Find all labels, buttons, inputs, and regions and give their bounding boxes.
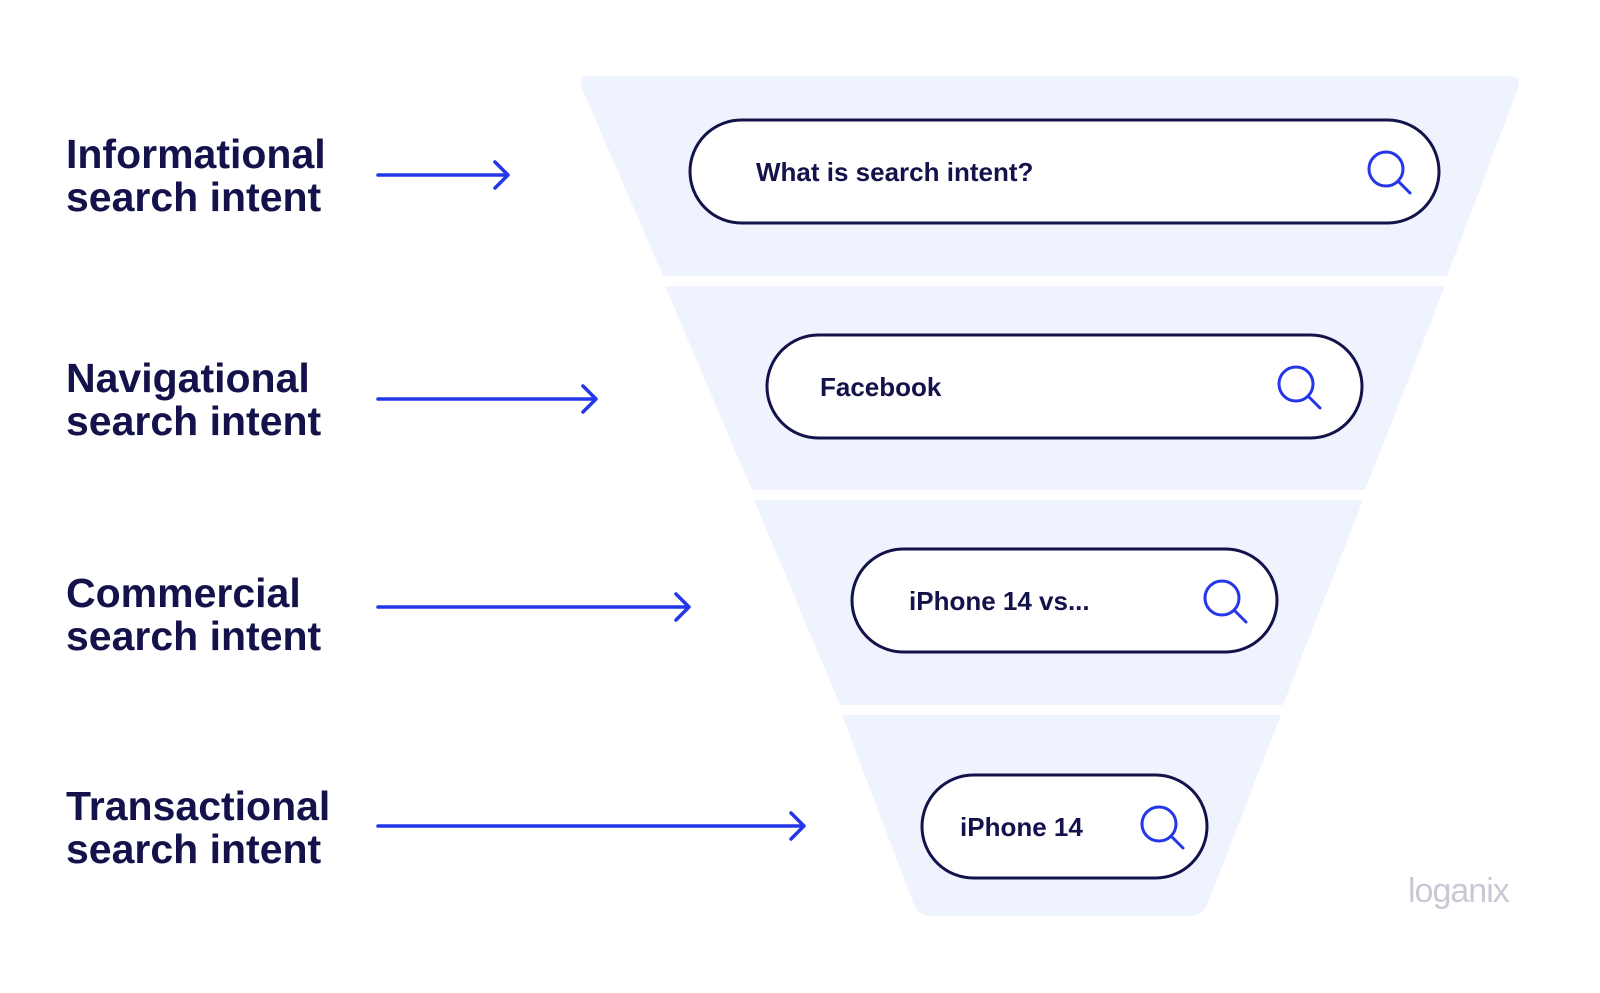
- label-commercial-line2: search intent: [66, 613, 322, 659]
- search-icon[interactable]: [1140, 805, 1185, 850]
- label-transactional: Transactional search intent: [66, 785, 366, 871]
- label-informational-line2: search intent: [66, 174, 322, 220]
- search-query-transactional: iPhone 14: [960, 812, 1083, 842]
- arrow-navigational: [376, 384, 598, 414]
- search-query-navigational: Facebook: [820, 372, 942, 402]
- search-icon[interactable]: [1203, 579, 1248, 624]
- label-informational: Informational search intent: [66, 133, 366, 219]
- label-navigational: Navigational search intent: [66, 357, 366, 443]
- search-bar-commercial[interactable]: iPhone 14 vs...: [850, 547, 1279, 654]
- loganix-logo: loganix: [1408, 872, 1510, 910]
- search-bar-transactional[interactable]: iPhone 14: [920, 773, 1209, 880]
- search-bar-navigational[interactable]: Facebook: [765, 333, 1364, 440]
- search-icon[interactable]: [1367, 150, 1412, 195]
- search-query-commercial: iPhone 14 vs...: [909, 586, 1090, 616]
- search-bar-informational[interactable]: What is search intent?: [688, 118, 1441, 225]
- label-commercial-line1: Commercial: [66, 570, 301, 616]
- arrow-informational: [376, 160, 510, 190]
- label-transactional-line2: search intent: [66, 826, 322, 872]
- label-navigational-line1: Navigational: [66, 355, 310, 401]
- label-informational-line1: Informational: [66, 131, 326, 177]
- label-navigational-line2: search intent: [66, 398, 322, 444]
- arrow-transactional: [376, 811, 806, 841]
- arrow-commercial: [376, 592, 691, 622]
- label-commercial: Commercial search intent: [66, 572, 366, 658]
- label-transactional-line1: Transactional: [66, 783, 331, 829]
- search-icon[interactable]: [1277, 365, 1322, 410]
- search-query-informational: What is search intent?: [756, 157, 1033, 187]
